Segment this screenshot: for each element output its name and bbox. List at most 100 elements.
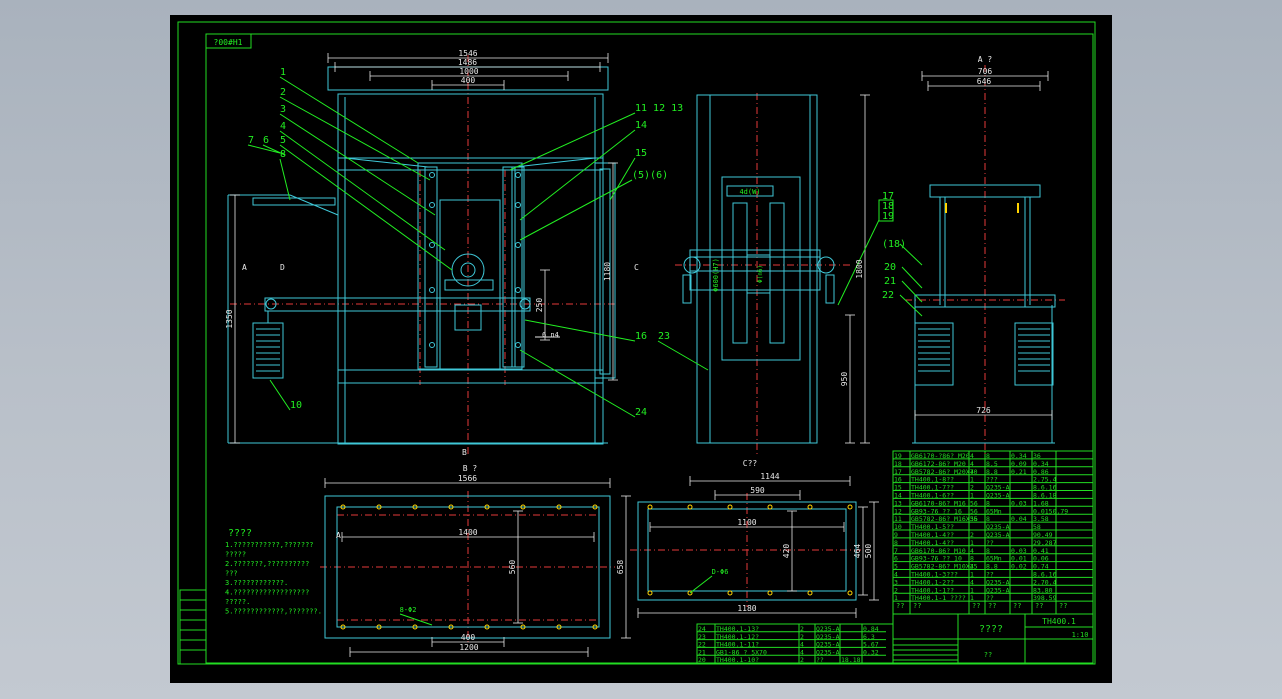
c-bolt-top	[727, 504, 733, 510]
bom2-cell: Q235-A	[816, 633, 840, 641]
bom-cell: 398.59	[1033, 594, 1057, 602]
bom-cell: TH400.1-6??	[911, 492, 954, 500]
bom-cell: TH400.1-1??	[911, 586, 954, 594]
section-mark-b: B	[462, 448, 467, 457]
bom-cell: 83.80	[1033, 586, 1053, 594]
part-callout: 6	[263, 135, 269, 146]
dim-1144-text: 1144	[760, 472, 779, 481]
b-bolt-bottom	[376, 624, 382, 630]
bracket-right	[825, 274, 835, 304]
bolt-hole	[515, 342, 521, 348]
bom-cell: 16	[894, 476, 902, 484]
dim-1200-text: 1200	[459, 643, 478, 652]
bolt-hole	[429, 242, 435, 248]
bom-cell: TH400.1-1 ????	[911, 594, 966, 602]
axle	[689, 256, 821, 272]
dim-420-text: 420	[782, 544, 791, 559]
a-callout: 20	[884, 262, 896, 273]
callout-leader	[279, 76, 419, 164]
bom-cell: 18	[894, 460, 902, 468]
bom-cell: 29.287	[1033, 539, 1057, 547]
c-bolt-top	[647, 504, 653, 510]
bom-cell: 4	[894, 571, 898, 579]
bom-cell: 90.49	[1033, 531, 1053, 539]
brace-left	[344, 157, 429, 168]
bom2-cell: 0.32	[863, 648, 879, 656]
bom-cell: 8	[986, 547, 990, 555]
main-housing	[337, 93, 604, 445]
a-callout-leader	[899, 243, 923, 266]
hub-tag: Φ(n6)	[757, 265, 764, 283]
side-callout-19: 19	[882, 211, 894, 222]
dim-400-text: 400	[461, 76, 476, 85]
bom-cell: 0.74	[1033, 563, 1049, 571]
bom-cell: 1	[970, 476, 974, 484]
lever-end-pivot	[519, 298, 531, 310]
part-callout: 5	[280, 135, 286, 146]
c-bolt-bottom	[687, 590, 693, 596]
bom-cell: 8.5	[986, 460, 998, 468]
bom-cell: 1	[970, 594, 974, 602]
gear-hub	[460, 262, 476, 278]
bom-cell: 56	[970, 499, 978, 507]
callout-leader	[279, 130, 446, 251]
b-view-title: B ?	[463, 464, 478, 473]
bom-cell: Q235-A	[986, 492, 1010, 500]
a-callout-leader	[901, 266, 923, 289]
bom-cell: 8	[986, 452, 990, 460]
bom-cell: 15	[894, 484, 902, 492]
part-callout: 24	[635, 407, 647, 418]
bom2-cell: GB1-86 ? 5X70	[716, 648, 767, 656]
part-callout: 1	[280, 67, 286, 78]
bom-cell: 0.02	[1011, 563, 1027, 571]
notes-line: 2.???????,??????????	[225, 560, 309, 568]
bom-cell: 0.41	[1033, 547, 1049, 555]
c-bolt-bottom	[807, 590, 813, 596]
c-bolt-top	[847, 504, 853, 510]
notes-line: 1.???????????,???????	[225, 541, 314, 549]
callout-leader	[279, 158, 291, 201]
bom-cell: TH400.1-3???	[911, 571, 958, 579]
bom-cell: 4	[970, 563, 974, 571]
callout-leader	[519, 349, 636, 418]
callout-leader	[657, 340, 709, 371]
part-callout: 11 12 13	[635, 103, 683, 114]
bom2-cell: 23	[698, 633, 706, 641]
dim-646-text: 646	[977, 77, 992, 86]
side-callout-box	[878, 199, 894, 222]
a-callout: 22	[882, 290, 894, 301]
a-callout: (18)	[882, 239, 906, 250]
callout-leader	[247, 144, 281, 154]
a-weight-left	[914, 322, 954, 386]
bolt-hole	[429, 287, 435, 293]
left-strip	[179, 589, 207, 665]
bom-header-cell: ??	[1035, 602, 1043, 610]
bom2-cell: 4	[800, 641, 804, 649]
bom-cell: GB5782-86? M20X70	[911, 468, 978, 476]
dim-1566-text: 1566	[458, 474, 477, 483]
bom-cell: GB6170-86? M10	[911, 547, 966, 555]
bracket-left	[682, 274, 692, 304]
callout-leader	[279, 113, 436, 216]
part-callout: 7	[248, 135, 254, 146]
bom-cell: 65Mn	[986, 555, 1002, 563]
callout-leader	[262, 144, 286, 156]
notes-line: ?????	[225, 551, 246, 559]
bom-cell: ??	[986, 594, 994, 602]
callout-leader	[519, 179, 633, 241]
a-callout-leader	[899, 294, 923, 317]
bolt-hole	[429, 202, 435, 208]
lever-pivot	[265, 298, 277, 310]
b-inner-frame	[336, 506, 600, 628]
bom-cell: 8.6.16	[1033, 484, 1057, 492]
bom-header-cell: ??	[896, 602, 904, 610]
c-inner-frame	[647, 508, 847, 592]
bom-cell: 8	[986, 515, 990, 523]
part-callout: 2	[280, 87, 286, 98]
outer-border	[177, 21, 1096, 665]
bom2-cell: 18.18	[841, 656, 861, 664]
bom-cell: 4	[970, 578, 974, 586]
bom-cell: 0.03	[1011, 499, 1027, 507]
bom-cell: 6	[894, 555, 898, 563]
